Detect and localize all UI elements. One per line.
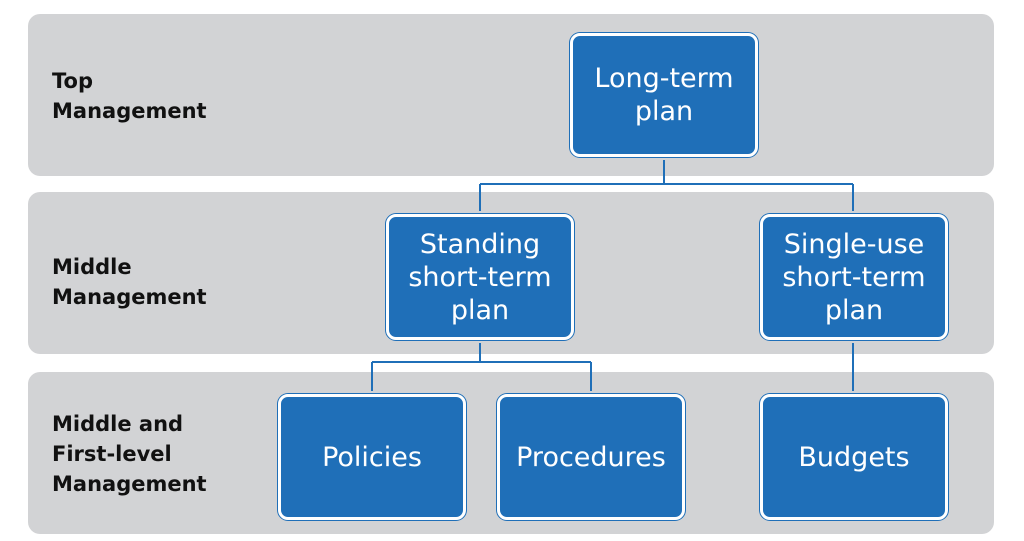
level-label-top: Top Management (52, 69, 207, 123)
node-long-term-plan-label: Long-term plan (594, 63, 734, 127)
node-procedures: Procedures (497, 394, 685, 520)
node-budgets-label: Budgets (798, 441, 910, 473)
node-standing-label: Standing short-term plan (408, 228, 552, 326)
node-budgets: Budgets (760, 394, 948, 520)
node-policies-label: Policies (322, 441, 422, 473)
level-label-middle: Middle Management (52, 255, 207, 309)
node-single-use-short-term-plan: Single-use short-term plan (760, 214, 948, 340)
node-policies: Policies (278, 394, 466, 520)
node-standing-short-term-plan: Standing short-term plan (386, 214, 574, 340)
node-procedures-label: Procedures (516, 441, 666, 473)
node-long-term-plan: Long-term plan (570, 33, 758, 157)
level-label-lower: Middle and First-level Management (52, 412, 207, 496)
node-single-use-label: Single-use short-term plan (782, 228, 926, 326)
top-management-band (28, 14, 994, 176)
